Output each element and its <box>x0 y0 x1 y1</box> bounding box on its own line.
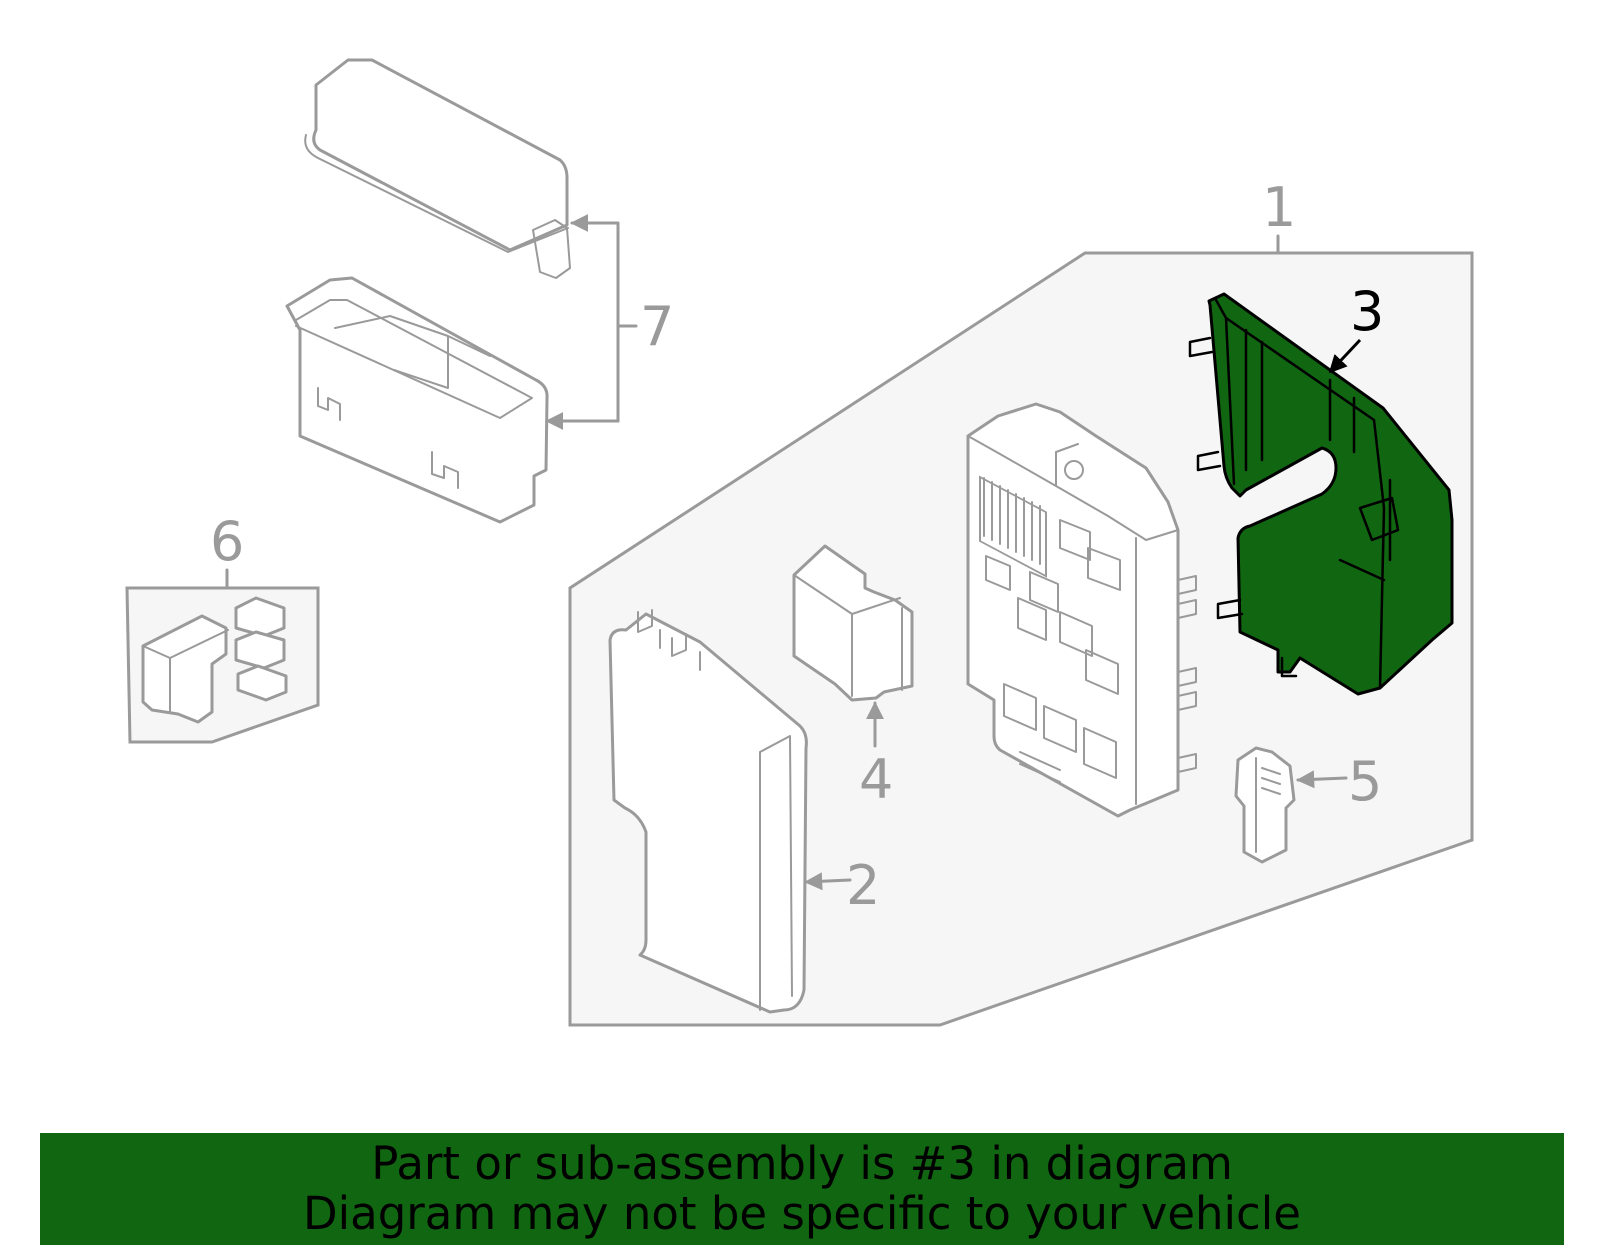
relay-sockets-upper <box>1029 519 1121 613</box>
junction-block-top-rim <box>967 435 1179 541</box>
fuse-bank <box>979 475 1047 578</box>
part-7-case-rim <box>295 299 533 419</box>
banner-line-2: Diagram may not be specific to your vehi… <box>303 1187 1301 1240</box>
part-7-case-divider <box>334 315 491 389</box>
callout-7-label: 7 <box>640 295 674 358</box>
part-7-lower-case <box>285 276 549 524</box>
part-3-bracket-body <box>1207 292 1454 696</box>
part-7-case-tab-a <box>317 387 341 421</box>
callout-6-label: 6 <box>210 510 244 573</box>
part-7-lid-clip <box>532 219 571 279</box>
part-6-relay-set: 6 <box>125 510 320 744</box>
callout-5-label: 5 <box>1348 750 1382 813</box>
part-5-clip-body <box>1234 746 1296 864</box>
part-3-bracket-edge <box>1214 298 1386 690</box>
part-6-small-relay-c <box>236 664 288 702</box>
junction-block-mount-hole <box>1064 460 1084 480</box>
part-6-small-relay-a <box>234 596 286 638</box>
callout-4-label: 4 <box>859 748 893 811</box>
part-6-large-relay <box>141 614 228 724</box>
callout-1-label: 1 <box>1262 176 1296 239</box>
banner-line-1: Part or sub-assembly is #3 in diagram <box>371 1137 1233 1190</box>
part-4-module-edge <box>793 574 903 697</box>
part-6-small-relay-b <box>234 630 286 670</box>
part-7-case-tab-b <box>431 451 459 489</box>
part-5-clip-ridges <box>1255 757 1281 853</box>
junction-block-tabs <box>1177 575 1197 773</box>
junction-block-body <box>966 402 1197 818</box>
part-5-clip: 5 <box>1234 746 1382 864</box>
part-2-cover-side <box>759 735 793 1011</box>
callout-3-arrow <box>1328 338 1362 374</box>
part-7-fuse-box-case: 7 <box>285 58 674 524</box>
callout-2-label: 2 <box>846 854 880 917</box>
part-4-module: 4 <box>792 544 914 811</box>
callout-2-arrow <box>804 872 852 891</box>
part-6-large-relay-edge <box>142 629 229 713</box>
part-2-cover: 2 <box>608 609 880 1014</box>
fuse-bank-slots <box>983 477 1041 565</box>
part-3-bracket-pins <box>1188 336 1298 678</box>
relay-sockets-lower <box>1003 683 1117 783</box>
part-3-bracket-highlighted: 3 <box>1188 280 1454 696</box>
part-7-lid-edge <box>304 134 569 253</box>
callout-5-arrow <box>1296 770 1348 789</box>
junction-block-housing <box>966 402 1180 818</box>
part-2-cover-body <box>608 612 808 1014</box>
callout-3-label: 3 <box>1350 280 1384 343</box>
part-7-lid <box>312 58 569 252</box>
part-2-cover-clips <box>637 609 701 671</box>
part-3-bracket-ribs <box>1244 328 1400 582</box>
relay-sockets-middle <box>985 555 1119 695</box>
info-banner: Part or sub-assembly is #3 in diagram Di… <box>40 1133 1564 1245</box>
